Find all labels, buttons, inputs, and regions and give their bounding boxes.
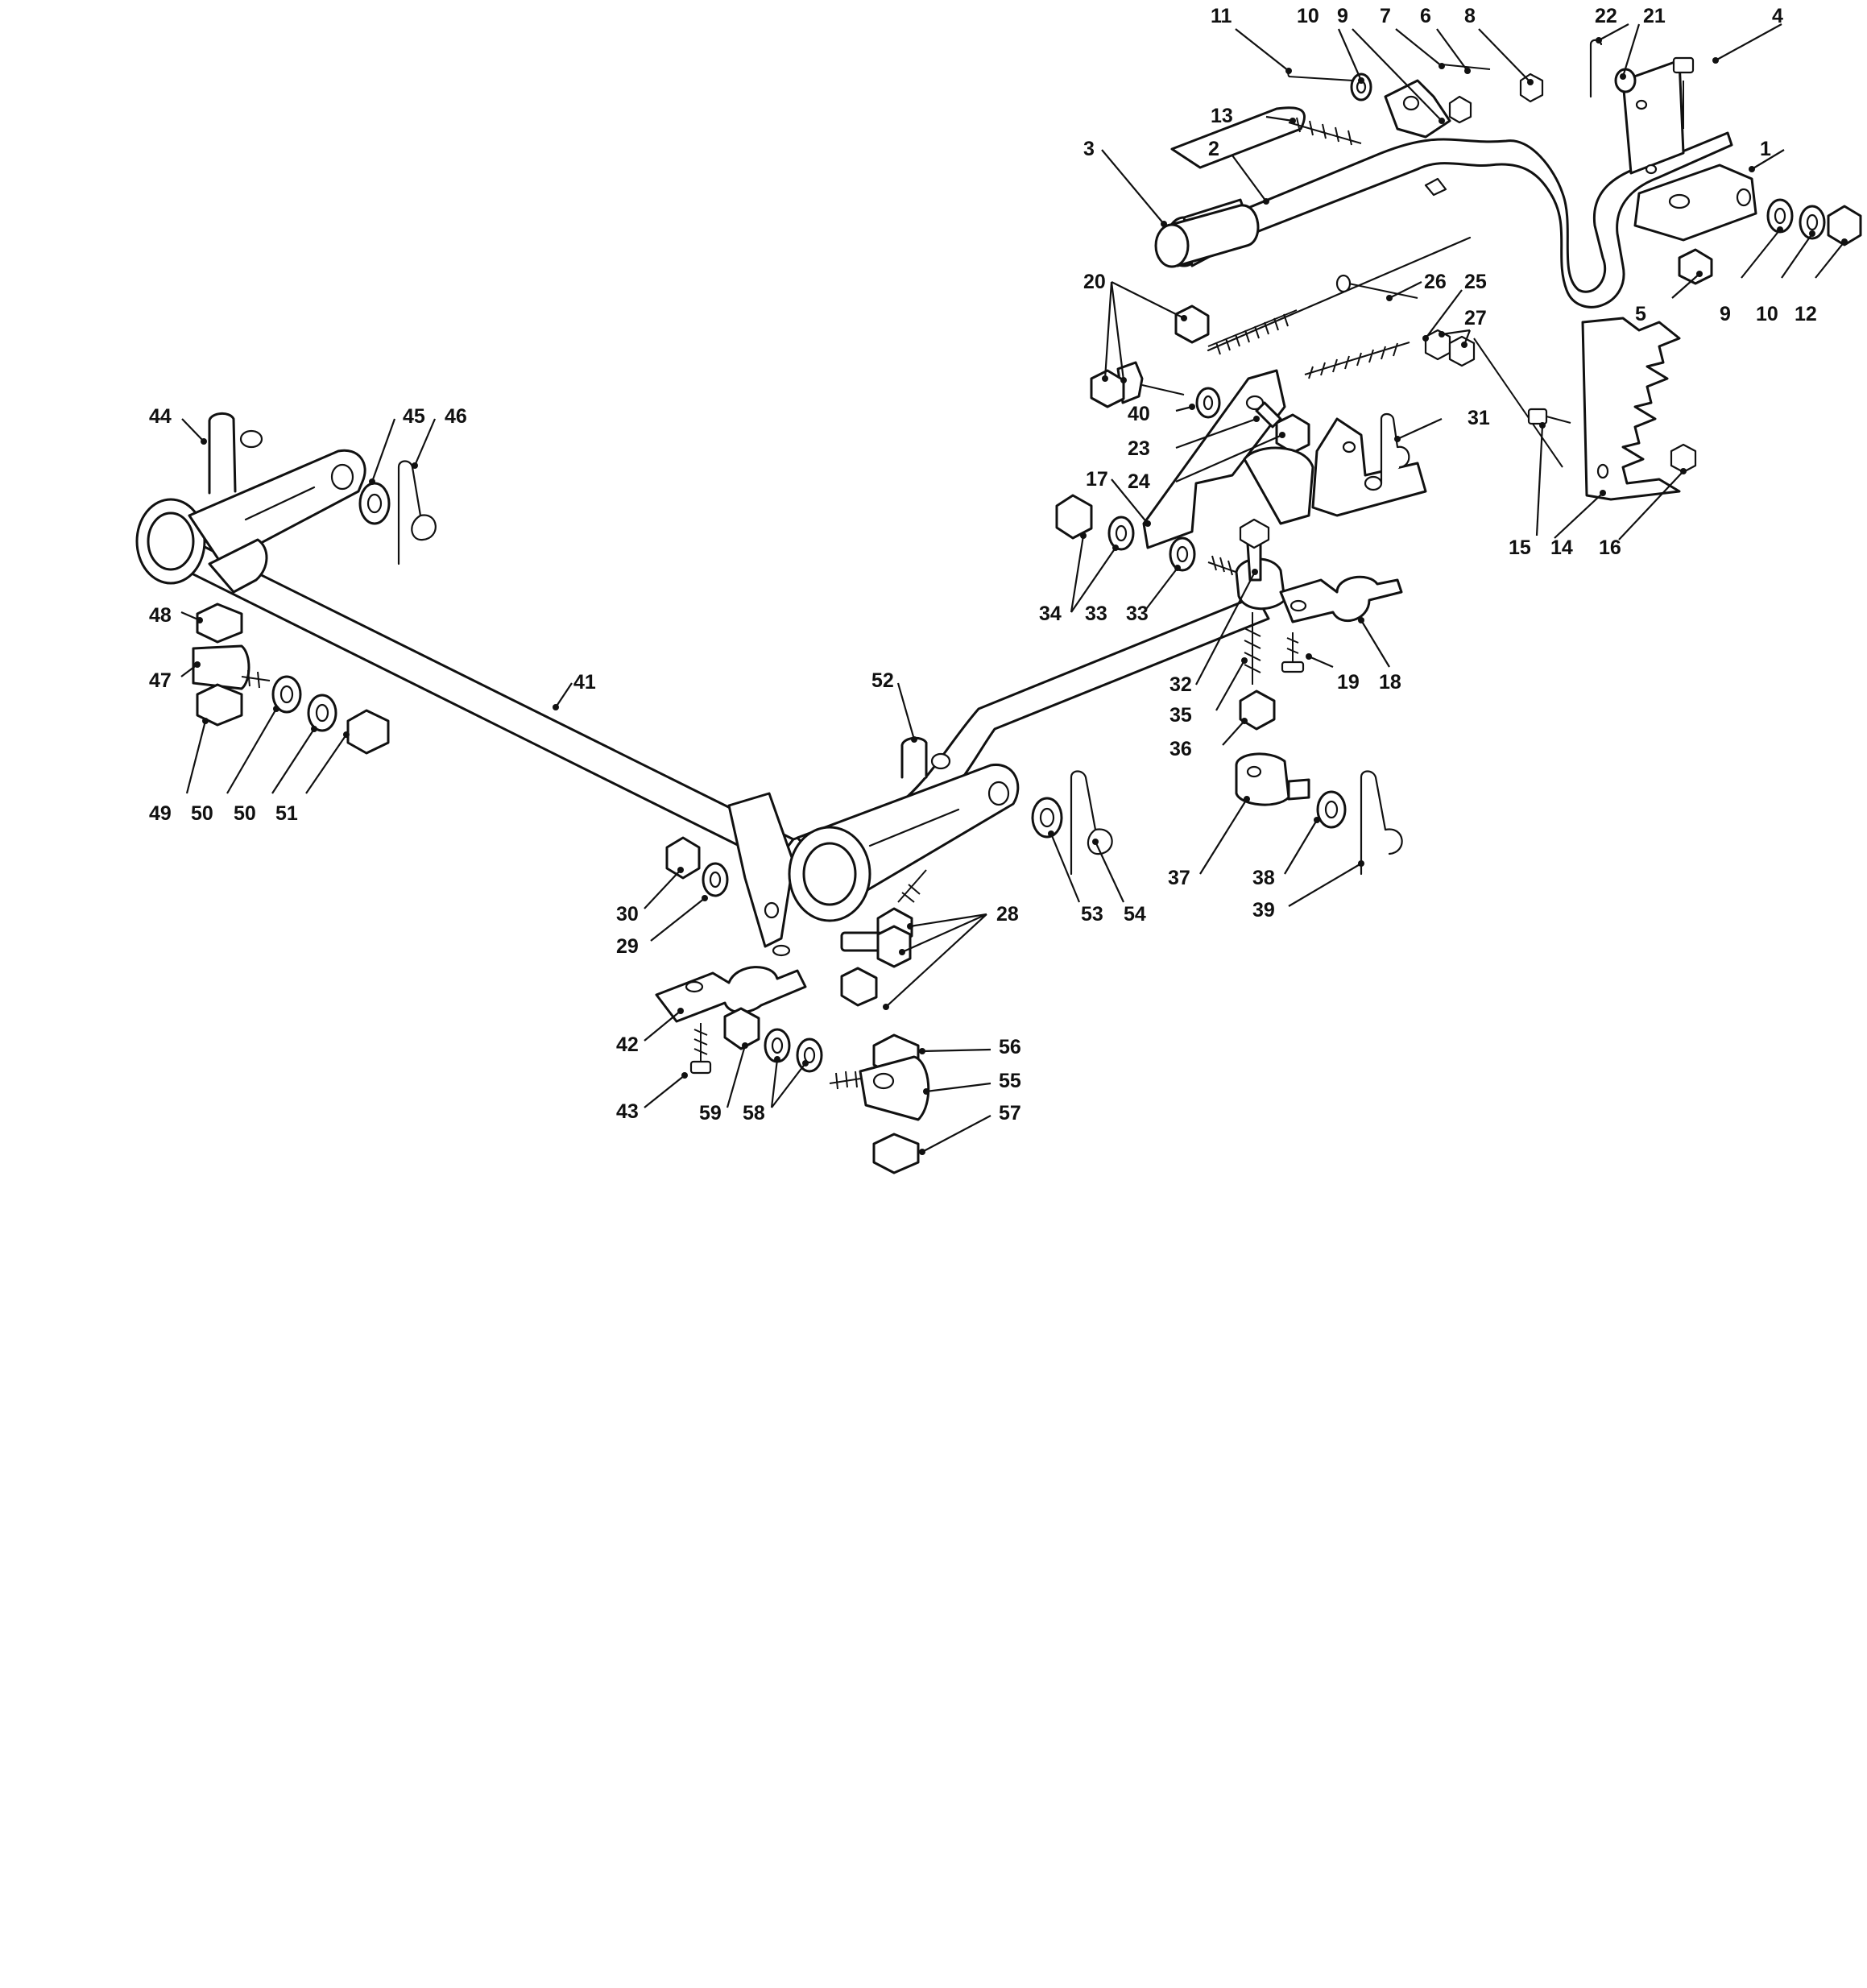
- callout-label: 13: [1211, 105, 1233, 127]
- left-arm-assembly: [135, 412, 366, 594]
- hardware-45-46: [358, 460, 437, 565]
- callout-label: 41: [573, 671, 596, 694]
- pivot-bracket-assembly: [1055, 369, 1427, 572]
- callout-label: 52: [871, 669, 894, 692]
- center-arm-assembly: [727, 736, 1020, 948]
- hardware-55-59: [723, 1007, 930, 1174]
- callout-label: 22: [1595, 5, 1617, 27]
- callout-labels: 1 2 3 4 5 6 7 8 9 9 10 10 11 12 13 14 15…: [149, 5, 1817, 1124]
- callout-label: 51: [275, 802, 298, 825]
- callout-label: 8: [1464, 5, 1476, 27]
- callout-label: 9: [1337, 5, 1348, 27]
- callout-label: 21: [1643, 5, 1666, 27]
- callout-label: 15: [1509, 536, 1531, 559]
- callout-label: 59: [699, 1102, 722, 1124]
- callout-label: 37: [1168, 867, 1190, 889]
- callout-label: 14: [1550, 536, 1573, 559]
- callout-label: 20: [1083, 271, 1106, 293]
- callout-label: 28: [996, 903, 1019, 926]
- self-tapping-screw-43: [689, 1023, 712, 1075]
- callout-label: 33: [1085, 603, 1107, 625]
- callout-label: 53: [1081, 903, 1103, 926]
- callout-label: 44: [149, 405, 172, 428]
- callout-label: 34: [1039, 603, 1062, 625]
- callout-label: 55: [999, 1070, 1021, 1092]
- callout-label: 17: [1086, 468, 1108, 491]
- callout-label: 30: [616, 903, 639, 926]
- callout-label: 3: [1083, 138, 1095, 160]
- callout-label: 10: [1756, 303, 1778, 325]
- hardware-47-51: [192, 603, 390, 755]
- cross-shaft: [168, 536, 1270, 865]
- callout-label: 1: [1760, 138, 1771, 160]
- callout-label: 29: [616, 935, 639, 958]
- height-rack-plate: [1527, 317, 1697, 501]
- callout-label: 50: [234, 802, 256, 825]
- center-bolt-assembly: [1207, 518, 1403, 731]
- callout-label: 4: [1772, 5, 1783, 27]
- callout-label: 35: [1169, 704, 1192, 727]
- callout-label: 31: [1468, 407, 1490, 429]
- callout-label: 5: [1635, 303, 1646, 325]
- callout-label: 39: [1252, 899, 1275, 922]
- callout-label: 2: [1208, 138, 1219, 160]
- callout-label: 19: [1337, 671, 1360, 694]
- callout-label: 9: [1720, 303, 1731, 325]
- callout-label: 43: [616, 1100, 639, 1123]
- callout-label: 57: [999, 1102, 1021, 1124]
- callout-label: 7: [1380, 5, 1391, 27]
- callout-label: 10: [1297, 5, 1319, 27]
- link-rod-and-springs: [1090, 236, 1476, 408]
- hardware-29-30: [665, 836, 729, 897]
- callout-label: 18: [1379, 671, 1401, 694]
- callout-label: 23: [1128, 437, 1150, 460]
- callout-label: 24: [1128, 470, 1150, 493]
- callout-label: 58: [743, 1102, 765, 1124]
- callout-label: 46: [445, 405, 467, 428]
- callout-label: 36: [1169, 738, 1192, 760]
- callout-label: 54: [1124, 903, 1146, 926]
- callout-label: 26: [1424, 271, 1447, 293]
- hardware-53-54: [1031, 770, 1113, 876]
- callout-label: 47: [149, 669, 172, 692]
- hardware-37-39: [1235, 752, 1403, 876]
- callout-label: 49: [149, 802, 172, 825]
- callout-label: 27: [1464, 307, 1487, 329]
- lever-grip: [1154, 204, 1260, 268]
- hardware-28: [840, 869, 927, 1007]
- callout-label: 16: [1599, 536, 1621, 559]
- callout-label: 48: [149, 604, 172, 627]
- callout-label: 33: [1126, 603, 1149, 625]
- lower-clamp-bracket: [655, 944, 807, 1023]
- callout-label: 32: [1169, 673, 1192, 696]
- callout-label: 25: [1464, 271, 1487, 293]
- callout-label: 6: [1420, 5, 1431, 27]
- callout-label: 40: [1128, 403, 1150, 425]
- callout-label: 45: [403, 405, 425, 428]
- callout-label: 56: [999, 1036, 1021, 1058]
- callout-leaders: [180, 23, 1848, 1155]
- callout-label: 42: [616, 1033, 639, 1056]
- callout-label: 38: [1252, 867, 1275, 889]
- callout-label: 11: [1211, 5, 1232, 27]
- callout-label: 50: [191, 802, 213, 825]
- parts-drawing: [135, 39, 1862, 1174]
- callout-label: 12: [1795, 303, 1817, 325]
